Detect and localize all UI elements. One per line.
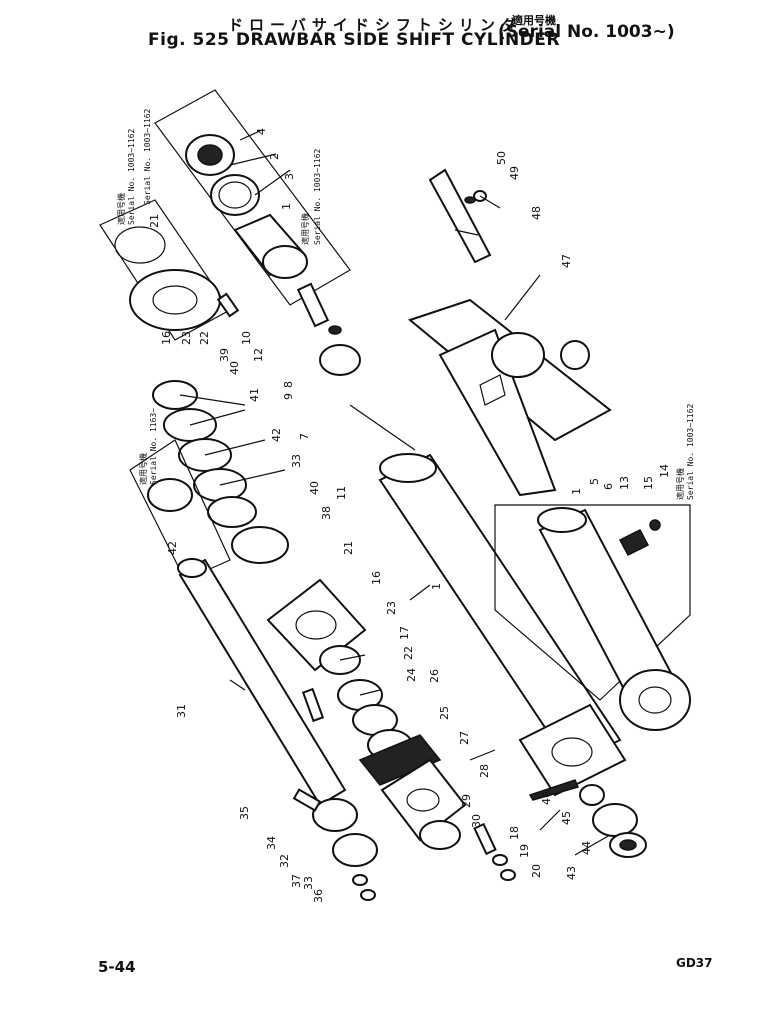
pin-assembly [428,168,492,264]
gland-assembly [266,578,467,850]
callout-45: 45 [560,811,573,825]
callout-43: 43 [565,866,578,880]
callout-28: 28 [478,764,491,778]
note-serial-top: Serial No. 1003~1162 [313,148,322,245]
callout-23: 23 [385,601,398,615]
callout-1-top: 1 [280,203,293,210]
callout-27: 27 [458,731,471,745]
callout-17: 17 [398,626,411,640]
callout-labels: 4 2 3 1 21 16 23 22 10 12 39 40 41 42 33… [148,128,671,903]
page-number: 5-44 [98,958,136,976]
callout-22: 22 [402,646,415,660]
callout-23-top: 23 [180,331,193,345]
callout-3: 3 [283,173,296,180]
callout-10: 10 [240,331,253,345]
cylinder-tube [349,404,627,797]
callout-16-top: 16 [160,331,173,345]
fitting-assembly [528,779,647,858]
callout-37: 37 [290,874,303,888]
callout-36: 36 [312,889,325,903]
note-serial-left: Serial No. 1003~1162 [127,128,136,225]
callout-46: 46 [540,791,553,805]
callout-7: 7 [298,433,311,440]
callout-14: 14 [658,464,671,478]
callout-1-main: 1 [430,583,443,590]
inset-box-seal [129,439,231,581]
figure-title: Fig. 525 DRAWBAR SIDE SHIFT CYLINDER [148,30,560,50]
callout-6: 6 [602,483,615,490]
callout-40-mid: 40 [308,481,321,495]
callout-49: 49 [508,166,521,180]
callout-42-mid: 42 [270,428,283,442]
callout-21: 21 [342,541,355,555]
note-applicable-seal: 適用号機 [138,453,148,485]
callout-33: 33 [290,454,303,468]
piston-rod [177,558,347,807]
note-serial-right: Serial No. 1003~1162 [686,403,695,500]
note-applicable-right: 適用号機 [675,468,685,500]
callout-1-right: 1 [570,488,583,495]
bolts [301,687,516,901]
callout-15: 15 [642,476,655,490]
inset-top-parts [185,134,308,279]
callout-19: 19 [518,844,531,858]
callout-39: 39 [218,348,231,362]
callout-9: 9 [282,393,295,400]
callout-8: 8 [282,381,295,388]
callout-16: 16 [370,571,383,585]
inset-left-parts [114,226,240,331]
note-applicable-left: 適用号機 [116,193,126,225]
callout-25: 25 [438,706,451,720]
callout-31: 31 [175,704,188,718]
callout-32: 32 [278,854,291,868]
note-serial-seal: Serial No. 1163~ [149,408,158,485]
callout-21-top: 21 [148,214,161,228]
callout-29: 29 [460,794,473,808]
callout-20: 20 [530,864,543,878]
callout-13: 13 [618,476,631,490]
callout-2: 2 [268,153,281,160]
callout-40-top: 40 [228,361,241,375]
callout-11: 11 [335,486,348,500]
callout-47: 47 [560,254,573,268]
callout-18: 18 [508,826,521,840]
rod-end [292,788,378,867]
callout-44: 44 [580,841,593,855]
callout-41: 41 [248,388,261,402]
callout-42-left: 42 [166,541,179,555]
note-serial-top-left: Serial No. 1003~1162 [143,108,152,205]
callout-26: 26 [428,669,441,683]
callout-38: 38 [320,506,333,520]
callout-12: 12 [252,348,265,362]
serial-notes: 適用号機 Serial No. 1003~1162 Serial No. 100… [116,108,695,500]
callout-48: 48 [530,206,543,220]
callout-4: 4 [255,128,268,135]
callout-50: 50 [495,151,508,165]
mounting-bracket [407,298,612,497]
serial-range: (Serial No. 1003~) [498,22,675,42]
drawing-code: GD37 [676,956,713,970]
title-japanese: ドローバサイドシフトシリンダ [228,16,522,34]
callout-30: 30 [470,814,483,828]
callout-33-bottom: 33 [302,876,315,890]
title-applicable: 適用号機 [512,14,556,27]
leader-lines [179,129,611,856]
seal-stack [152,380,289,564]
callout-24: 24 [405,668,418,682]
inset-right-parts [537,507,691,731]
callout-5: 5 [588,478,601,485]
note-applicable-top: 適用号機 [300,213,310,245]
clevis [296,282,361,376]
serial-text: Serial No. 1003~ [505,22,667,42]
callout-35: 35 [238,806,251,820]
callout-34: 34 [265,836,278,850]
callout-22-top: 22 [198,331,211,345]
